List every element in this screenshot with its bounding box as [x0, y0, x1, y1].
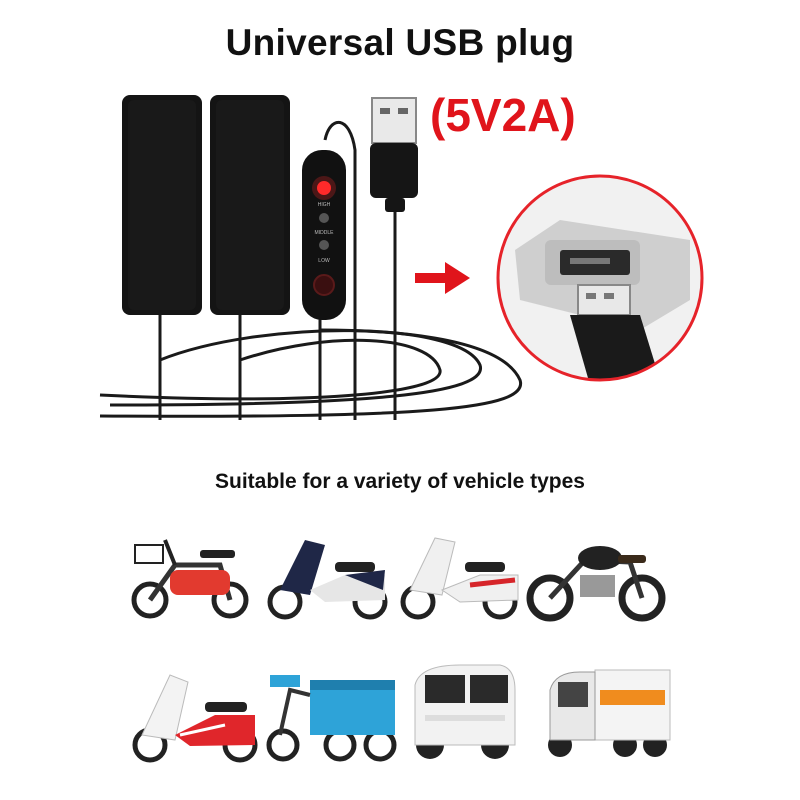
product-illustration: HIGH MIDDLE LOW	[99, 95, 704, 420]
vehicle-cafe-racer	[526, 546, 666, 622]
red-arrow-icon	[415, 262, 470, 294]
power-indicator-led	[317, 181, 331, 195]
level-middle-label: MIDDLE	[315, 230, 335, 236]
vehicle-grid	[131, 537, 671, 763]
level-high-label: HIGH	[318, 202, 331, 208]
vehicle-electric-bike	[131, 539, 249, 619]
vehicle-micro-car	[414, 664, 516, 759]
heating-pad-left	[122, 95, 202, 315]
vehicle-scooter-navy	[267, 540, 388, 620]
voltage-spec-label: (5V2A)	[430, 89, 576, 141]
section-subtitle: Suitable for a variety of vehicle types	[215, 470, 585, 493]
temperature-controller: HIGH MIDDLE LOW	[302, 150, 346, 320]
vehicle-cargo-van-tricycle	[548, 669, 671, 757]
page-title: Universal USB plug	[225, 22, 575, 63]
power-button	[313, 274, 335, 296]
heating-pad-right	[210, 95, 290, 315]
cables	[99, 120, 523, 420]
usb-plug	[370, 97, 418, 212]
level-low-label: LOW	[318, 258, 330, 264]
vehicle-cargo-tricycle	[266, 675, 397, 762]
vehicle-sport-scooter	[132, 674, 258, 763]
vehicle-scooter-white	[400, 537, 519, 620]
usb-port-inset	[496, 174, 704, 382]
